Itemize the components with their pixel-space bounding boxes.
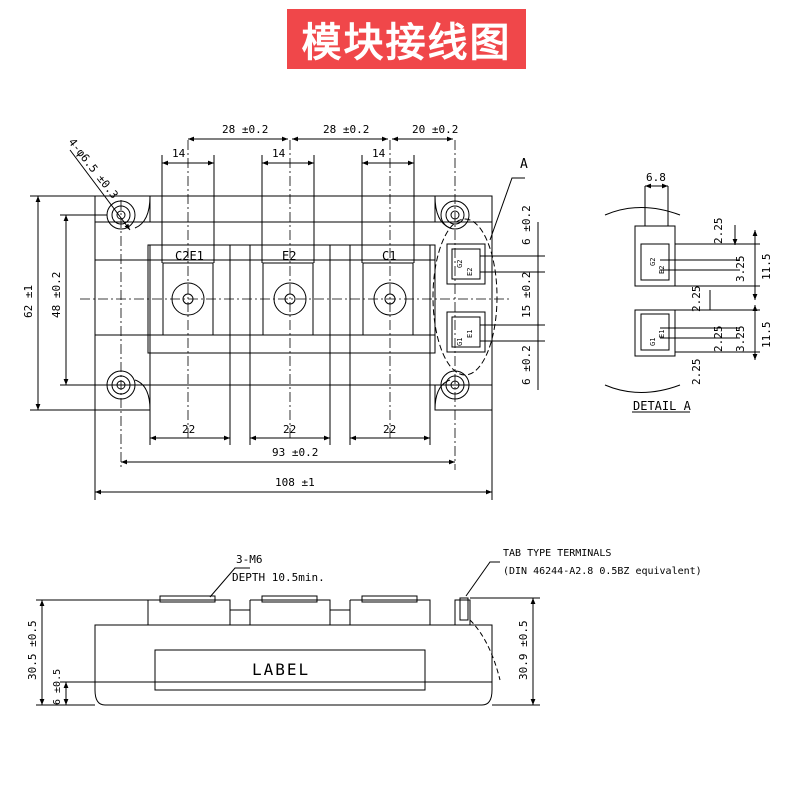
side-view-outline xyxy=(94,595,493,706)
terminal-label-e2: E2 xyxy=(282,249,296,263)
side-dim-base: 6 ±0.5 xyxy=(52,669,63,705)
detail-dim-6: 3.25 xyxy=(734,326,747,353)
inner-busbar xyxy=(94,259,436,336)
dim-pad-3: 22 xyxy=(383,423,396,436)
tab-note-1: TAB TYPE TERMINALS xyxy=(503,548,611,559)
detail-dim-1: 2.25 xyxy=(712,218,725,245)
side-dims xyxy=(36,561,540,706)
dim-overall-length xyxy=(94,410,493,500)
detail-dim-5: 2.25 xyxy=(712,326,725,353)
side-label-text: LABEL xyxy=(252,660,310,679)
detail-dim-7: 11.5 xyxy=(760,322,773,349)
detail-width-label: 6.8 xyxy=(646,171,666,184)
centerlines xyxy=(80,140,510,470)
dim-top-2: 28 ±0.2 xyxy=(323,123,369,136)
tab-label-e1: E1 xyxy=(466,330,474,338)
dim-hole-pitch-label: 93 ±0.2 xyxy=(272,446,318,459)
dim-width-1: 14 xyxy=(172,147,186,160)
detail-dim-3: 11.5 xyxy=(760,254,773,281)
tab-block-lower xyxy=(446,311,486,353)
detail-caption: DETAIL A xyxy=(633,399,692,413)
dim-terminal-widths xyxy=(161,155,415,263)
detail-dim-2: 3.25 xyxy=(734,256,747,283)
dim-pad-1: 22 xyxy=(182,423,195,436)
thread-label: 3-M6 xyxy=(236,553,263,566)
detail-a-circle xyxy=(432,218,498,376)
detail-tab-g1: G1 xyxy=(649,338,657,346)
side-dim-height-right: 30.9 ±0.5 xyxy=(517,620,530,680)
side-dim-height-left: 30.5 ±0.5 xyxy=(26,620,39,680)
tab-note-2: (DIN 46244-A2.8 0.5BZ equivalent) xyxy=(503,566,702,577)
terminal-label-c2e1: C2E1 xyxy=(175,249,204,263)
terminal-label-c1: C1 xyxy=(382,249,396,263)
dim-right-stack xyxy=(480,222,545,390)
hole-label: 4-φ6.5 ±0.3 xyxy=(66,136,121,201)
dim-right-3: 6 ±0.2 xyxy=(520,345,533,385)
dim-left-heights xyxy=(30,195,107,411)
detail-ref-label: A xyxy=(520,157,528,172)
tab-block-upper xyxy=(446,243,486,285)
dim-width-2: 14 xyxy=(272,147,286,160)
detail-dim-4: 2.25 xyxy=(690,286,703,313)
dim-hole-height: 48 ±0.2 xyxy=(50,272,63,318)
detail-tab-e1: E1 xyxy=(658,330,666,338)
dim-right-1: 6 ±0.2 xyxy=(520,205,533,245)
dim-bottom-pads xyxy=(149,353,431,445)
dim-right-2: 15 ±0.2 xyxy=(520,272,533,318)
tab-label-g1: G1 xyxy=(456,338,464,346)
dim-width-3: 14 xyxy=(372,147,386,160)
detail-tab-e2: E2 xyxy=(658,266,666,274)
hole-leader xyxy=(69,149,131,231)
tab-label-e2: E2 xyxy=(466,268,474,276)
detail-leader xyxy=(489,177,525,241)
label-box xyxy=(154,649,426,691)
dim-pad-2: 22 xyxy=(283,423,296,436)
detail-tab-g2: G2 xyxy=(649,258,657,266)
detail-a-view xyxy=(604,183,760,413)
dim-top-1: 28 ±0.2 xyxy=(222,123,268,136)
dim-overall-height: 62 ±1 xyxy=(22,285,35,318)
dim-top-3: 20 ±0.2 xyxy=(412,123,458,136)
depth-label: DEPTH 10.5min. xyxy=(232,571,325,584)
dim-overall-length-label: 108 ±1 xyxy=(275,476,315,489)
detail-dim-8: 2.25 xyxy=(690,359,703,386)
page-title: 模块接线图 xyxy=(287,9,526,69)
tab-label-g2: G2 xyxy=(456,260,464,268)
